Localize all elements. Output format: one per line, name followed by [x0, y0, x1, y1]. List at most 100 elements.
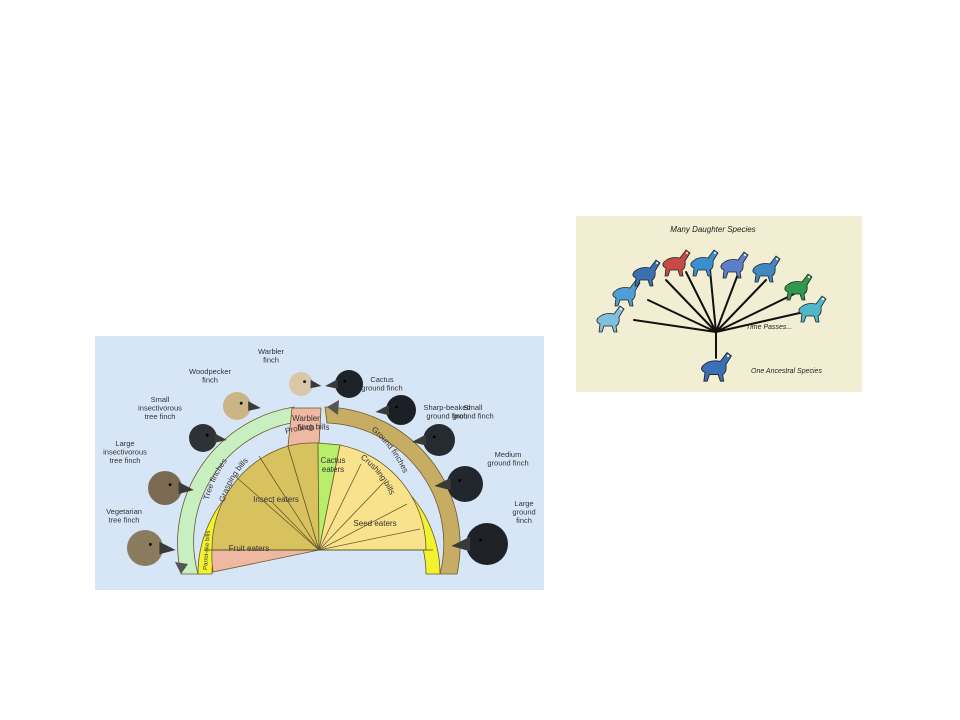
- small-insectivorous-finch-beak: [214, 433, 227, 443]
- sector-divider: [318, 528, 421, 551]
- daughter-species-animal: [596, 305, 625, 333]
- warbler-finch-beak: [310, 379, 322, 389]
- daughter-species-animal: [752, 255, 781, 283]
- cactus-eaters-label: eaters: [322, 465, 344, 474]
- animal-eye: [656, 262, 658, 264]
- large-insectivorous-finch-eye: [168, 483, 172, 486]
- insect-eaters-label: Insect eaters: [253, 495, 299, 504]
- animal-eye: [808, 276, 810, 278]
- large-insectivorous-finch-head: [148, 471, 182, 505]
- time-passes-label: Time Passes...: [746, 324, 792, 331]
- woodpecker-finch-caption: finch: [202, 376, 218, 385]
- warbler-finch-caption: Warbler: [258, 347, 284, 356]
- fruit-eaters-sector: [211, 549, 320, 573]
- sector-divider: [234, 475, 320, 551]
- cactus-eaters-label: Cactus: [321, 456, 346, 465]
- ring-arrow-right: [327, 400, 339, 415]
- sharp-beaked-finch-caption: ground finch: [426, 412, 467, 421]
- warbler-finch-caption: finch: [263, 356, 279, 365]
- speciation-svg: Many Daughter Species Time Passes... One…: [596, 225, 827, 382]
- tree-finches-band: [177, 406, 295, 575]
- large-ground-finch-caption: Large: [514, 499, 533, 508]
- medium-ground-finch-beak: [434, 477, 451, 491]
- warbler-finch-head: [289, 372, 313, 396]
- branch: [715, 273, 739, 333]
- ring-arrow-left: [175, 562, 188, 574]
- animal-body: [752, 255, 781, 283]
- branch: [715, 279, 767, 333]
- animal-eye: [744, 254, 746, 256]
- ancestral-species-label: One Ancestral Species: [751, 368, 822, 375]
- finch-adaptive-radiation-diagram: Tree finches Ground finches Grasping bil…: [95, 336, 544, 590]
- cactus-ground-finch-beak: [325, 379, 338, 389]
- small-ground-finch-head: [423, 424, 455, 456]
- animal-body: [784, 273, 813, 301]
- finch-diagram-svg: Tree finches Ground finches Grasping bil…: [103, 347, 536, 575]
- daughter-species-title: Many Daughter Species: [670, 225, 755, 234]
- branch: [715, 311, 805, 333]
- large-insectivorous-finch-beak: [178, 482, 194, 494]
- sector-divider: [258, 455, 320, 551]
- small-insectivorous-finch-caption: insectivorous: [138, 404, 182, 413]
- animal-body: [632, 259, 661, 287]
- animal-body: [798, 295, 827, 323]
- animal-eye: [822, 298, 824, 300]
- ground-finches-band: [324, 406, 461, 575]
- sharp-beaked-finch-head: [386, 395, 416, 425]
- large-insectivorous-finch-caption: Large: [115, 439, 134, 448]
- animal-eye: [776, 258, 778, 260]
- ancestral-species-animal: [701, 351, 732, 382]
- daughter-species-animal: [632, 259, 661, 287]
- warbler-finch-eye: [303, 380, 306, 383]
- cactus-ground-finch-caption: ground finch: [361, 384, 402, 393]
- large-ground-finch-beak: [451, 536, 471, 552]
- medium-ground-finch-head: [447, 466, 483, 502]
- vegetarian-finch-eye: [149, 543, 152, 546]
- speciation-tree-diagram: Many Daughter Species Time Passes... One…: [576, 216, 862, 392]
- daughter-species-animal: [784, 273, 813, 301]
- warbler-finch-sector-label: finch: [298, 423, 315, 432]
- small-ground-finch-eye: [432, 435, 436, 439]
- diet-sectors: [205, 407, 433, 573]
- sector-divider: [318, 463, 362, 551]
- branch: [685, 271, 717, 333]
- medium-ground-finch-caption: Medium: [495, 450, 522, 459]
- animal-body: [596, 305, 625, 333]
- small-insectivorous-finch-caption: Small: [151, 395, 170, 404]
- small-ground-finch-caption: Small: [464, 403, 483, 412]
- animal-body: [690, 249, 719, 277]
- woodpecker-finch-beak: [248, 401, 261, 411]
- outer-ring: [175, 400, 461, 575]
- warbler-finch-sector-label: Warbler: [292, 414, 320, 423]
- animal-body: [662, 249, 691, 277]
- branch: [647, 299, 717, 333]
- daughter-species-animal: [798, 295, 827, 323]
- animal-body: [720, 251, 749, 279]
- cactus-ground-finch-caption: Cactus: [370, 375, 394, 384]
- small-ground-finch-beak: [411, 434, 427, 446]
- animal-eye: [714, 252, 716, 254]
- small-insectivorous-finch-eye: [205, 433, 209, 437]
- sector-divider: [318, 478, 388, 551]
- fruit-eaters-label: Fruit eaters: [229, 544, 269, 553]
- cactus-ground-finch-eye: [343, 379, 347, 383]
- woodpecker-finch-eye: [239, 401, 243, 405]
- cactus-ground-finch-head: [335, 370, 363, 398]
- large-insectivorous-finch-caption: tree finch: [110, 456, 141, 465]
- branch: [709, 269, 717, 333]
- vegetarian-finch-caption: tree finch: [109, 516, 140, 525]
- small-insectivorous-finch-head: [189, 424, 217, 452]
- small-ground-finch-caption: ground finch: [452, 412, 493, 421]
- seed-eaters-label: Seed eaters: [353, 519, 396, 528]
- sector-divider: [270, 500, 320, 551]
- phylogeny-branches: [633, 269, 805, 359]
- insect-eaters-sector: [211, 445, 320, 551]
- daughter-species-animal: [662, 249, 691, 277]
